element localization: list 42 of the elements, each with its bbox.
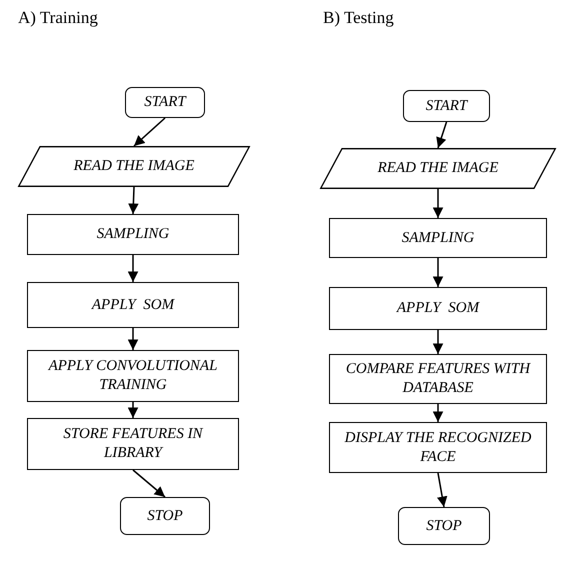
node-label: APPLY CONVOLUTIONAL TRAINING — [46, 357, 218, 395]
terminator-box — [120, 497, 210, 535]
arrow — [128, 186, 139, 214]
process-box — [329, 218, 547, 258]
terminator-box — [398, 507, 490, 545]
node-label: SAMPLING — [400, 228, 476, 248]
arrow — [128, 255, 138, 282]
node-label: APPLY SOM — [90, 296, 176, 314]
terminator-box — [403, 90, 490, 122]
process-box — [329, 354, 547, 404]
arrow — [128, 402, 138, 418]
node-label: DISPLAY THE RECOGNIZED FACE — [344, 428, 532, 466]
process-box — [27, 350, 239, 402]
arrow — [436, 122, 448, 148]
arrow — [432, 258, 444, 287]
node-label: APPLY SOM — [395, 299, 481, 318]
input-parallelogram — [18, 146, 250, 187]
node-label: SAMPLING — [96, 225, 170, 244]
arrow — [437, 472, 448, 508]
node-label: READ THE IMAGE — [72, 157, 196, 176]
node-label: START — [143, 93, 188, 112]
process-box — [27, 214, 239, 255]
process-box — [27, 418, 239, 470]
input-parallelogram — [320, 148, 556, 189]
node-label: STOP — [146, 506, 184, 526]
arrow — [134, 117, 166, 147]
process-box — [329, 287, 547, 330]
process-box — [27, 282, 239, 328]
panel-title: A) Training — [18, 8, 98, 28]
arrow — [132, 469, 166, 498]
panel-title: B) Testing — [323, 8, 394, 28]
terminator-box — [125, 87, 205, 118]
node-label: STORE FEATURES IN LIBRARY — [62, 425, 204, 463]
process-box — [329, 422, 547, 473]
arrow — [432, 330, 444, 354]
arrow — [432, 189, 444, 218]
node-label: READ THE IMAGE — [376, 159, 500, 178]
arrow — [432, 404, 444, 422]
node-label: COMPARE FEATURES WITH DATABASE — [344, 360, 532, 398]
node-label: STOP — [425, 516, 463, 536]
node-label: START — [424, 96, 469, 116]
arrow — [128, 328, 138, 350]
